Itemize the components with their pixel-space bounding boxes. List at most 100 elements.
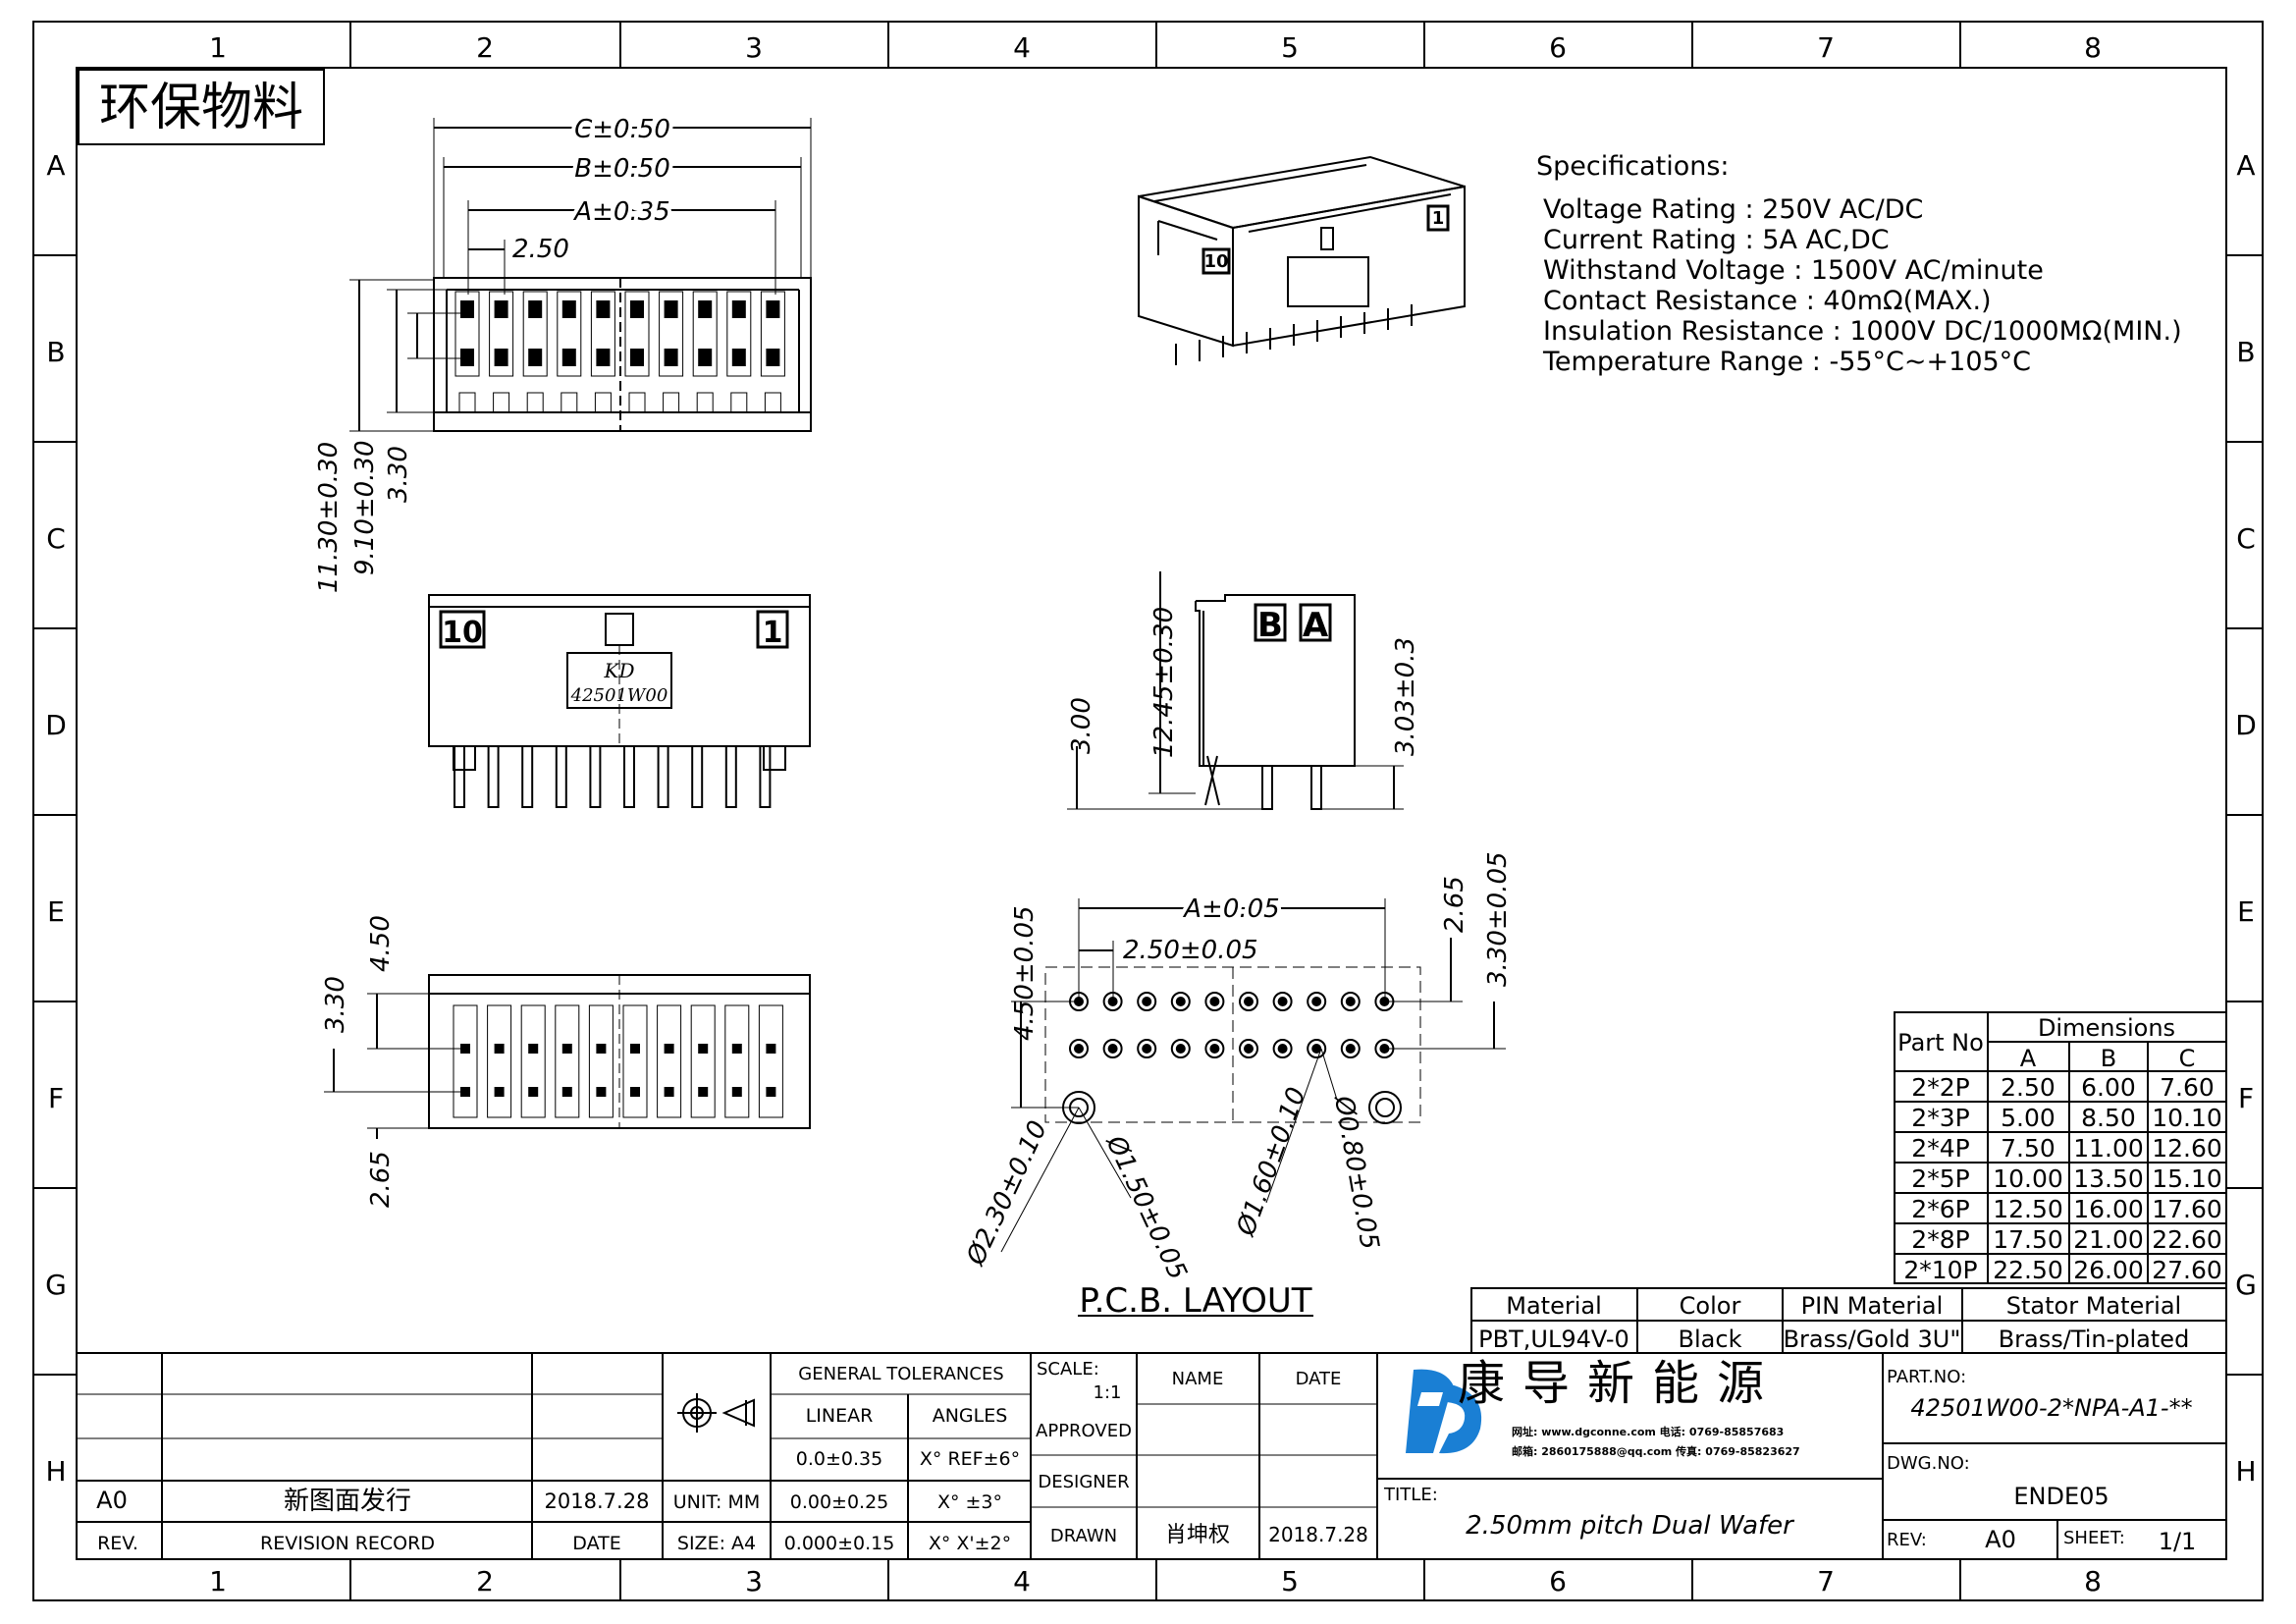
front-label-10: 10 (442, 616, 483, 650)
row-label: A (46, 149, 65, 182)
dim-label: 12.45±0.30 (1149, 607, 1179, 758)
pin-square (698, 300, 713, 318)
latch-slot (696, 392, 714, 413)
pcb-hole (1074, 1044, 1084, 1054)
bottom-slot (622, 1004, 648, 1118)
pcb-title: P.C.B. LAYOUT (1079, 1281, 1311, 1321)
bottom-slot (724, 1004, 750, 1118)
rev-value: A0 (1985, 1526, 2016, 1553)
pin-dot (528, 1087, 539, 1097)
drawn-name: 肖坤权 (1165, 1523, 1230, 1547)
column-label: 4 (1013, 1565, 1031, 1597)
latch-slot (526, 392, 544, 413)
row-label: C (46, 522, 66, 555)
table-cell: 12.50 (1993, 1195, 2063, 1223)
angle-value: X° REF±6° (920, 1448, 1020, 1470)
dim-label: 3.30 (321, 976, 350, 1033)
drawn-date: 2018.7.28 (1268, 1523, 1368, 1546)
bottom-slot-row (453, 1004, 783, 1118)
pcb-hole (1244, 1044, 1254, 1054)
spec-line: Insulation Resistance : 1000V DC/1000MΩ(… (1543, 316, 2182, 347)
pcb-pad (1069, 1039, 1089, 1058)
row-label: D (2235, 709, 2257, 741)
pcb-pad (1170, 1039, 1191, 1058)
table-header: Part No (1897, 1029, 1984, 1056)
dim-label: B±0.50 (574, 154, 670, 184)
dim-label: C±0.50 (574, 115, 670, 144)
pin-square (460, 349, 474, 366)
table-cell: 22.60 (2152, 1225, 2222, 1254)
dim-label: 2.50±0.05 (1123, 936, 1258, 965)
linear-header: LINEAR (806, 1405, 874, 1427)
pcb-pad (1204, 1039, 1225, 1058)
column-label: 6 (1549, 31, 1567, 64)
company-name: 康导新能源 (1458, 1356, 1782, 1411)
pin-cavity (590, 291, 615, 377)
material-header: Stator Material (2006, 1292, 2181, 1320)
row-label: B (2236, 336, 2255, 368)
pcb-hole (1107, 1044, 1118, 1054)
row-label: E (47, 895, 65, 928)
table-cell: 17.50 (1993, 1225, 2063, 1254)
pin-dot (698, 1044, 709, 1054)
scale-value: 1:1 (1094, 1382, 1122, 1403)
dim-label: 2.65 (366, 1151, 396, 1208)
row-label: E (2237, 895, 2255, 928)
side-letter-b: B (1257, 606, 1283, 645)
material-value: Black (1679, 1326, 1742, 1353)
rev-header: REV. (97, 1533, 138, 1554)
pin-cavity (489, 291, 514, 377)
table-cell: 2*6P (1911, 1195, 1969, 1223)
peg (453, 745, 476, 771)
pcb-pad (1102, 1039, 1123, 1058)
row-label: F (2238, 1082, 2254, 1114)
table-header: B (2101, 1045, 2116, 1072)
sheet-value: 1/1 (2159, 1528, 2197, 1555)
marking-part: 42501W00 (570, 685, 668, 706)
part-no-value: 42501W00-2*NPA-A1-** (1910, 1394, 2192, 1422)
pin-square (460, 300, 474, 318)
angle-value: X° ±3° (937, 1491, 1002, 1513)
material-header: Material (1506, 1292, 1602, 1320)
material-value: Brass/Gold 3U" (1784, 1326, 1961, 1353)
company-contact: 邮箱: 2860175888@qq.com 传真: 0769-85823627 (1512, 1444, 1800, 1458)
column-label: 7 (1817, 1565, 1835, 1597)
pcb-pad (1137, 1039, 1157, 1058)
dim-label: 11.30±0.30 (314, 442, 344, 593)
pcb-pad (1239, 1039, 1258, 1058)
table-header: C (2179, 1045, 2196, 1072)
table-cell: 6.00 (2081, 1073, 2136, 1102)
pin-cavity (624, 291, 650, 377)
latch-slot (561, 392, 578, 413)
column-label: 3 (745, 31, 763, 64)
pin-dot (698, 1087, 709, 1097)
linear-value: 0.000±0.15 (784, 1533, 895, 1554)
latch-slot (764, 392, 781, 413)
dim-label: 4.50±0.05 (1010, 905, 1040, 1041)
table-cell: 17.60 (2152, 1195, 2222, 1223)
pcb-hole-grid (1062, 992, 1402, 1124)
company-contact: 网址: www.dgconne.com 电话: 0769-85857683 (1512, 1425, 1784, 1438)
pin-cavity (659, 291, 684, 377)
table-cell: 2*8P (1911, 1225, 1969, 1254)
pcb-hole (1345, 997, 1356, 1006)
pcb-layout (1000, 898, 1506, 1317)
column-label: 1 (209, 31, 227, 64)
isometric-view (1138, 155, 1466, 365)
column-label: 8 (2084, 31, 2102, 64)
svg-text:环保物料: 环保物料 (99, 79, 303, 137)
linear-value: 0.0±0.35 (796, 1448, 882, 1470)
table-cell: 11.00 (2073, 1134, 2144, 1163)
pin-dot (528, 1044, 539, 1054)
dim-label: 4.50 (366, 915, 396, 972)
pcb-hole (1277, 1044, 1288, 1054)
spec-line: Current Rating : 5A AC,DC (1543, 225, 1890, 255)
approved-label: APPROVED (1036, 1421, 1132, 1441)
side-view (1067, 571, 1404, 810)
mounting-hole (1375, 1098, 1395, 1117)
latch-slot (493, 392, 510, 413)
front-pin (555, 745, 567, 808)
pcb-hole (1345, 1044, 1356, 1054)
pin-dot (494, 1044, 505, 1054)
designer-label: DESIGNER (1038, 1472, 1129, 1492)
